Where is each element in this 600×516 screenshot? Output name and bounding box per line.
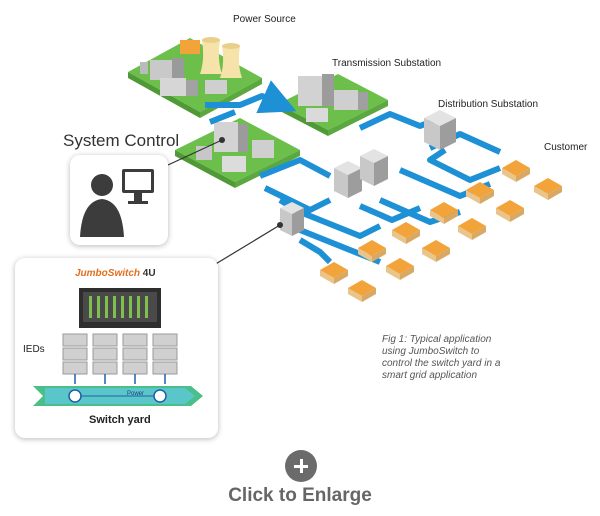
- house-icon: [386, 258, 414, 280]
- house-icon: [320, 262, 348, 284]
- power-source-label: Power Source: [233, 14, 296, 25]
- ieds-label: IEDs: [23, 344, 45, 355]
- power-source-plant: [128, 37, 262, 118]
- system-control-card: [70, 155, 168, 245]
- house-icon: [358, 240, 386, 262]
- switch-yard-label: Switch yard: [89, 414, 151, 426]
- transmission-substation-label: Transmission Substation: [332, 58, 442, 69]
- operator-monitor-icon: [80, 169, 154, 237]
- customer-houses: [320, 160, 562, 302]
- house-icon: [502, 160, 530, 182]
- house-icon: [392, 222, 420, 244]
- house-icon: [496, 200, 524, 222]
- control-link-line: [167, 139, 223, 166]
- plus-circle-icon[interactable]: [285, 450, 317, 482]
- jumboswitch-brand: JumboSwitch 4U: [75, 268, 156, 279]
- control-center: [175, 118, 300, 188]
- customer-label: Customer: [544, 142, 588, 153]
- house-icon: [458, 218, 486, 240]
- house-icon: [430, 202, 458, 224]
- transmission-substation: [278, 74, 388, 136]
- house-icon: [348, 280, 376, 302]
- mid-substation-cabinets: [280, 149, 388, 236]
- distribution-substation: [424, 110, 456, 150]
- click-to-enlarge-link[interactable]: Click to Enlarge: [228, 485, 372, 506]
- system-control-label: System Control: [63, 131, 180, 150]
- house-icon: [422, 240, 450, 262]
- jumboswitch-model: 4U: [142, 268, 156, 279]
- house-icon: [534, 178, 562, 200]
- jumboswitch-illustration: [33, 288, 203, 406]
- jumboswitch-card: JumboSwitch 4U IEDs Power Switch yard: [15, 258, 218, 438]
- figure-caption: Fig 1: Typical application using JumboSw…: [382, 334, 501, 381]
- distribution-substation-label: Distribution Substation: [438, 99, 539, 110]
- house-icon: [466, 182, 494, 204]
- jumboswitch-brand-text: JumboSwitch: [75, 268, 141, 279]
- power-label: Power: [127, 391, 145, 397]
- switch-link-line: [213, 224, 281, 266]
